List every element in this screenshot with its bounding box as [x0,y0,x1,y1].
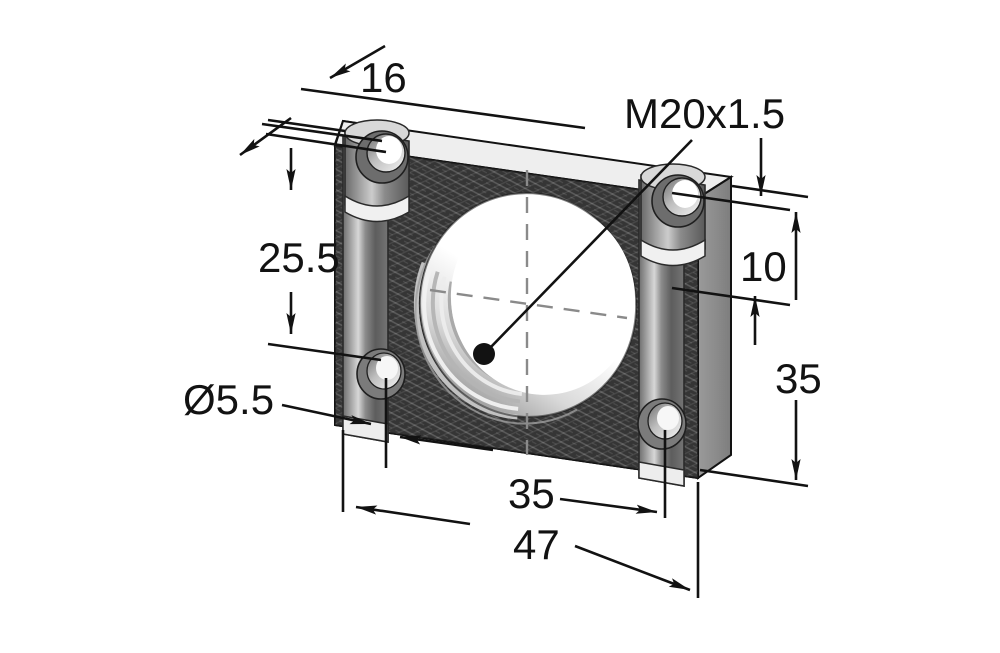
dim-hole-diameter-5-5 [281,403,372,426]
dim-label-hole-diameter: Ø5.5 [183,376,274,423]
dim-hole-spacing-vertical-25-5 [239,116,387,362]
boss-bottom-left [356,348,406,400]
mounting-hole-bottom-right [637,398,687,450]
centerlines [429,170,628,455]
dim-label-depth: 16 [360,54,407,101]
dim-hole-spacing-horizontal-35 [384,378,667,518]
boss-bottom-right [637,398,687,450]
boss-column-left [342,119,410,443]
boss-top-left [344,119,410,223]
bottom-edge [335,425,698,479]
dim-label-boss-height: 10 [740,243,787,290]
dim-label-overall-width: 47 [513,521,560,568]
boss-top-right [640,163,706,267]
leader-thread-m20 [473,139,693,365]
dim-label-thread: M20x1.5 [624,90,785,137]
right-rib-foot [638,461,685,487]
dim-label-hole-spacing-horizontal: 35 [508,470,555,517]
dim-label-hole-spacing-vertical: 25.5 [258,234,340,281]
mounting-hole-top-right [651,174,705,228]
dim-depth-16 [267,44,586,133]
dimension-labels: 16 M20x1.5 25.5 10 35 Ø5.5 35 47 [183,54,822,568]
dim-label-overall-height: 35 [775,355,822,402]
boss-column-right [637,163,706,487]
dim-overall-height-35 [699,184,809,488]
dim-overall-width-47 [341,430,700,598]
dim-boss-height-10 [671,138,791,345]
mounting-hole-bottom-left [356,348,406,400]
dimension-lines [239,44,809,598]
mounting-hole-top-left [355,130,409,184]
